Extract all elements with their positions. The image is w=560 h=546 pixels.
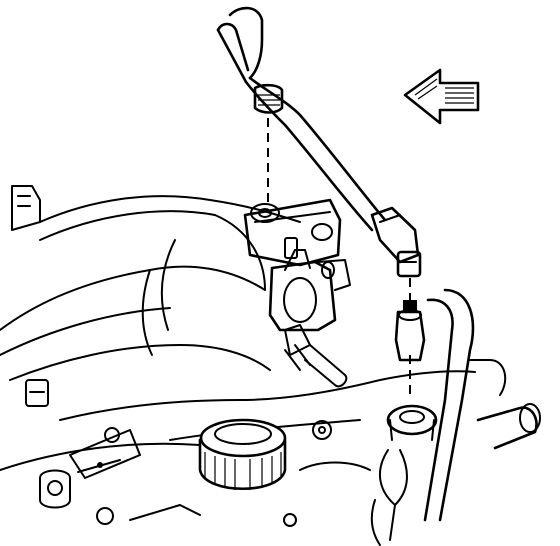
direction-arrow-icon (403, 68, 480, 125)
intake-manifold (0, 185, 476, 525)
fuel-fitting-bracket (39, 429, 141, 509)
breather-tube (216, 6, 422, 278)
oil-fill-tube (370, 288, 541, 546)
valve-assembly (243, 198, 351, 388)
pcv-valve (394, 300, 426, 362)
alignment-lines (267, 118, 411, 400)
oil-filler-cap (198, 418, 287, 491)
fasteners (129, 420, 371, 527)
